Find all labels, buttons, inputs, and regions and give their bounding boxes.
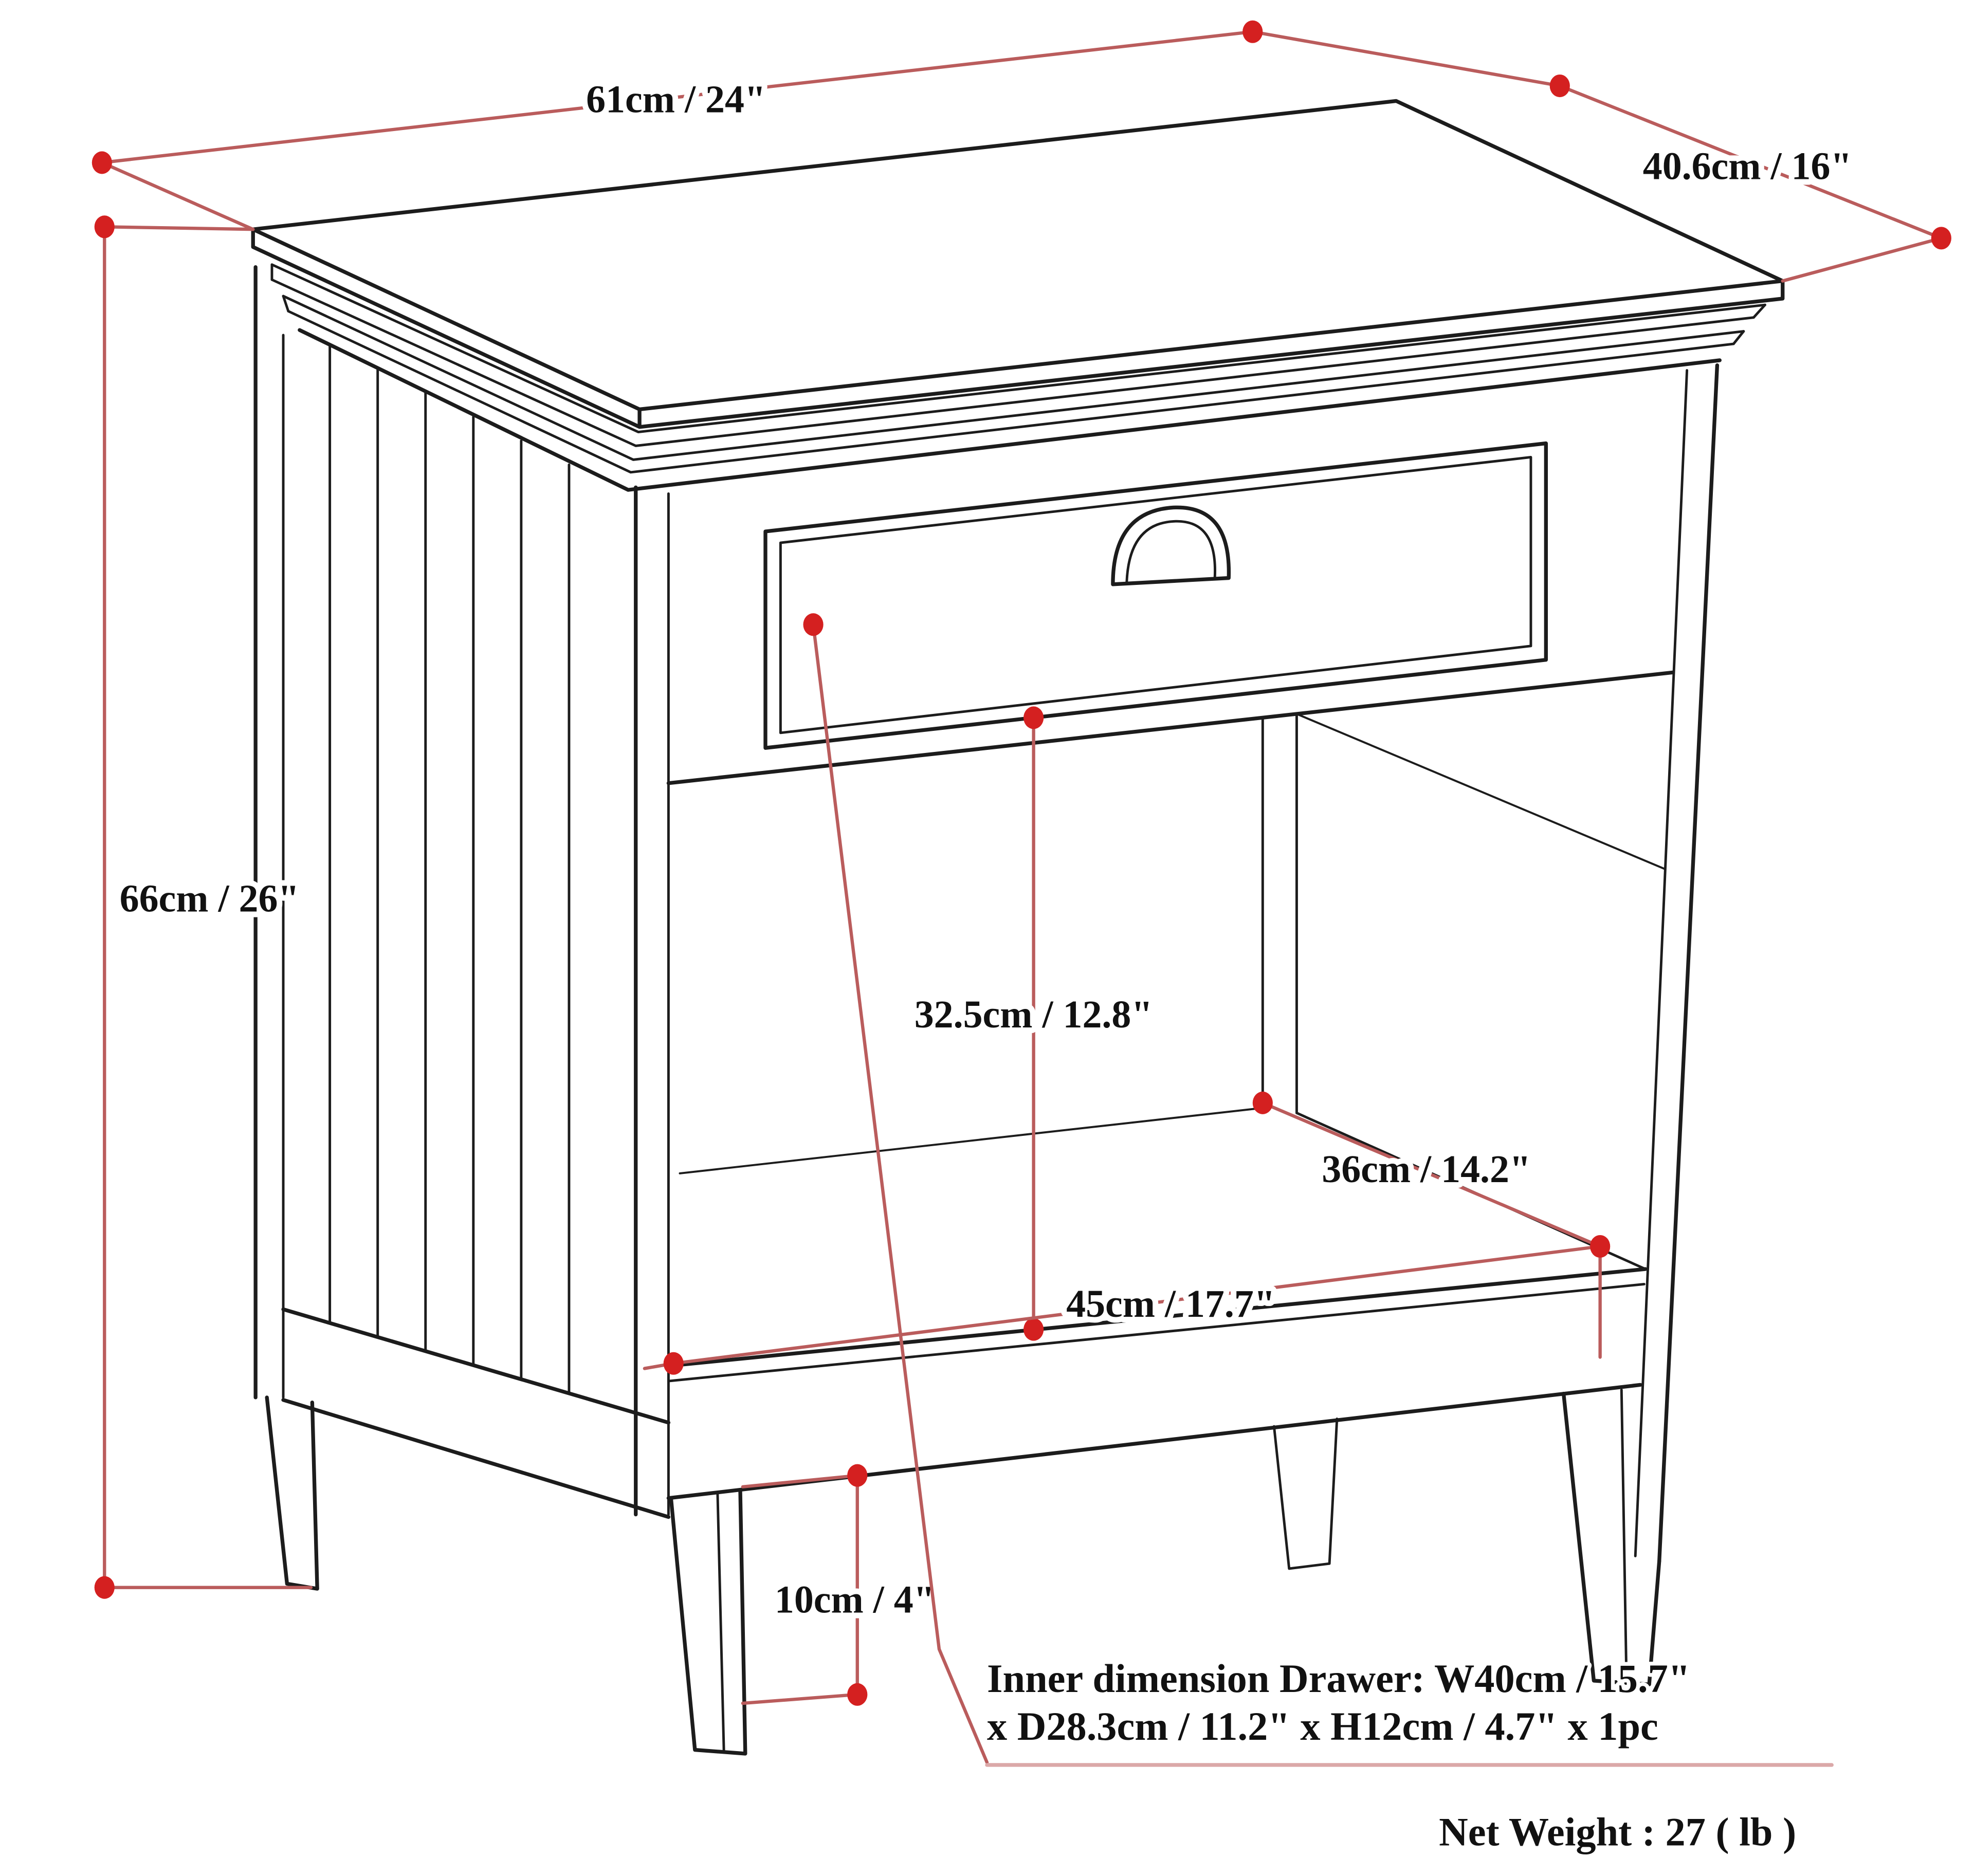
shelf-front-edge — [666, 1267, 1648, 1368]
dimension-endpoint-dot — [1023, 706, 1044, 729]
dim-overall-height: 66cm / 26" — [94, 215, 313, 1599]
dimension-endpoint-dot — [1549, 75, 1570, 98]
dim-shelf-width: 45cm / 17.7" — [643, 1235, 1611, 1375]
dimension-endpoint-dot — [92, 151, 112, 174]
shelf-back-edge — [679, 1107, 1264, 1174]
dimension-endpoint-dot — [847, 1683, 868, 1706]
nightstand-outline — [251, 99, 1785, 1756]
dimension-endpoint-dot — [94, 215, 115, 238]
compartment-top-edge — [666, 670, 1675, 785]
drawer-handle-icon — [1111, 505, 1231, 586]
side-bottom-rail — [281, 1307, 671, 1425]
dim-shelf-depth: 36cm / 14.2" — [1252, 1091, 1602, 1359]
dim-label-shelf-width: 45cm / 17.7" — [1066, 1282, 1275, 1326]
tabletop — [251, 99, 1785, 412]
back-right-leg — [1272, 1418, 1339, 1570]
drawer-inner-note-line2: x D28.3cm / 11.2" x H12cm / 4.7" x 1pc — [987, 1704, 1658, 1749]
dim-top-width: 61cm / 24" — [92, 20, 1562, 231]
tabletop-edge — [251, 227, 1785, 429]
legs — [265, 1388, 1661, 1756]
dimension-endpoint-dot — [663, 1352, 684, 1375]
crown-molding — [270, 263, 1766, 492]
front-left-leg — [669, 1488, 747, 1756]
dimension-endpoint-dot — [1023, 1318, 1044, 1341]
front-right-stile — [1657, 363, 1720, 1563]
open-compartment — [666, 670, 1675, 1500]
dimension-endpoint-dot — [1252, 1091, 1273, 1114]
dim-label-leg-height: 10cm / 4" — [775, 1578, 935, 1622]
back-left-leg — [265, 1395, 319, 1591]
drawer — [763, 441, 1548, 750]
dim-label-open-space-height: 32.5cm / 12.8" — [915, 993, 1153, 1036]
dimension-endpoint-dot — [1242, 20, 1263, 43]
front-right-leg — [1561, 1391, 1661, 1686]
drawer-inner-note-line1: Inner dimension Drawer: W40cm / 15.7" — [987, 1656, 1690, 1701]
dim-label-overall-height: 66cm / 26" — [120, 877, 300, 921]
dim-open-space-height: 32.5cm / 12.8" — [909, 706, 1159, 1341]
drawer-front — [763, 441, 1548, 750]
net-weight-note: Net Weight : 27 ( lb ) — [1439, 1810, 1796, 1854]
interior-post — [1261, 712, 1298, 1114]
drawer-inner-leader — [803, 613, 1834, 1767]
dimension-endpoint-dot — [1931, 227, 1951, 250]
dimension-endpoint-dot — [1590, 1235, 1611, 1258]
dim-label-top-width: 61cm / 24" — [586, 78, 766, 121]
dimension-endpoint-dot — [847, 1464, 868, 1487]
front-frame — [634, 363, 1720, 1563]
dim-leg-height: 10cm / 4" — [741, 1464, 941, 1706]
leader-dot — [803, 613, 824, 636]
dim-top-depth: 40.6cm / 16" — [1549, 75, 1951, 283]
dim-label-top-depth: 40.6cm / 16" — [1643, 144, 1852, 188]
dim-label-shelf-depth: 36cm / 14.2" — [1322, 1148, 1531, 1191]
side-panel-slats — [253, 265, 671, 1519]
dimension-endpoint-dot — [94, 1576, 115, 1599]
